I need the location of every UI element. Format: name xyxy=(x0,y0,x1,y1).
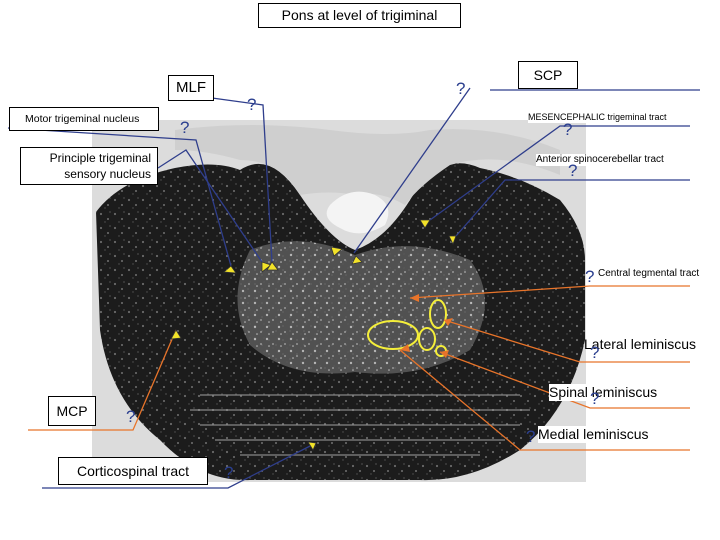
label-spinal-lemniscus: Spinal leminiscus xyxy=(549,384,658,401)
leader-anterior-spinocerebellar xyxy=(455,179,690,237)
tegmentum-region xyxy=(237,241,485,374)
leader-mcp xyxy=(28,329,177,431)
question-mark-lateral-lemniscus: ? xyxy=(590,343,600,362)
arrowhead-medial-lemniscus xyxy=(400,344,410,352)
label-mlf: MLF xyxy=(168,75,214,101)
arrowhead-scp xyxy=(330,246,343,257)
leader-scp-a xyxy=(353,87,471,254)
label-motor-trigeminal: Motor trigeminal nucleus xyxy=(9,107,159,131)
leader-mesencephalic xyxy=(429,125,690,221)
label-mcp: MCP xyxy=(48,396,96,426)
arrowhead-lateral-lemniscus xyxy=(444,318,453,326)
question-mark-spinal-lemniscus: ? xyxy=(590,389,600,408)
arrowhead-anterior-spinocerebellar xyxy=(448,235,457,245)
leader-spinal-lemniscus xyxy=(439,351,690,409)
question-mark-mlf: ? xyxy=(247,95,257,114)
leader-central-tegmental xyxy=(409,285,690,299)
fourth-ventricle xyxy=(326,191,389,234)
question-mark-central-tegmental: ? xyxy=(585,267,595,286)
label-mesencephalic: MESENCEPHALIC trigeminal tract xyxy=(528,112,667,123)
label-corticospinal: Corticospinal tract xyxy=(58,457,208,485)
arrowhead-motor xyxy=(223,265,237,274)
label-scp: SCP xyxy=(518,61,578,89)
label-lateral-lemniscus: Lateral leminiscus xyxy=(584,336,697,352)
peduncle-upper xyxy=(175,125,560,205)
question-mark-corticospinal: ? xyxy=(224,463,234,482)
question-mark-mesencephalic: ? xyxy=(563,120,573,139)
leader-lateral-lemniscus xyxy=(443,319,690,363)
leader-principle-trigeminal xyxy=(157,149,263,263)
question-mark-medial-lemniscus: ? xyxy=(526,427,536,446)
basilar-fibers xyxy=(190,394,530,456)
question-mark-mcp: ? xyxy=(126,407,136,426)
arrowhead-spinal-lemniscus xyxy=(440,350,449,358)
arrowhead-mesencephalic xyxy=(419,219,431,229)
arrowhead-principle xyxy=(261,261,272,273)
leader-motor-trigeminal xyxy=(7,127,232,267)
question-mark-motor-trigeminal: ? xyxy=(180,118,190,137)
label-central-tegmental: Central tegmental tract xyxy=(598,268,700,279)
principle-line2: sensory nucleus xyxy=(64,167,151,181)
label-anterior-spinocerebellar: Anterior spinocerebellar tract xyxy=(536,154,664,166)
principle-line1: Principle trigeminal xyxy=(49,151,151,165)
leader-corticospinal xyxy=(42,442,317,489)
arrowhead-mcp xyxy=(170,329,182,340)
question-mark-anterior-spinocerebellar: ? xyxy=(568,161,578,180)
label-principle-trigeminal: Principle trigeminal sensory nucleus xyxy=(20,147,158,185)
arrowhead-mlf xyxy=(266,261,279,271)
arrowhead-corticospinal xyxy=(307,441,317,451)
label-medial-lemniscus: Medial leminiscus xyxy=(538,426,649,443)
arrowhead-mlf-right xyxy=(351,255,363,265)
leader-mlf xyxy=(211,97,273,263)
question-mark-scp: ? xyxy=(456,79,466,98)
figure-title: Pons at level of trigiminal xyxy=(258,3,461,28)
arrowhead-central-tegmental xyxy=(410,294,419,302)
leader-medial-lemniscus xyxy=(399,349,690,451)
